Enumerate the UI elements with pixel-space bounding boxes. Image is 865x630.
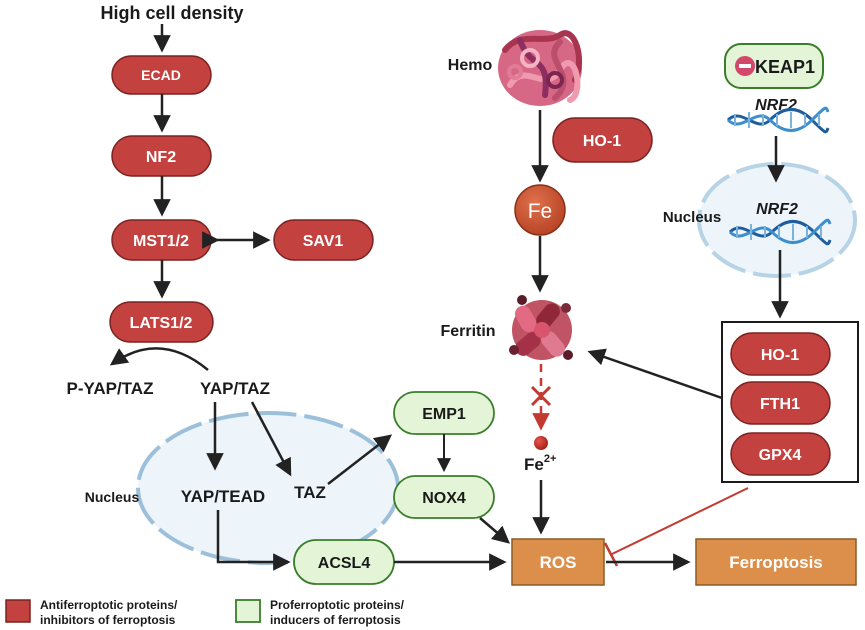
ferritin-icon (509, 295, 573, 360)
block-x-icon (530, 385, 552, 407)
fe-label: Fe (528, 200, 553, 223)
inhibition-gpx4-to-ros (611, 487, 749, 555)
nrf2-nuclear-label: NRF2 (756, 201, 798, 218)
high-cell-density-label: High cell density (100, 3, 243, 23)
right-nucleus-label: Nucleus (663, 209, 721, 226)
legend: Antiferroptotic proteins/ inhibitors of … (5, 598, 405, 627)
fe2-ion-icon (534, 436, 548, 450)
arrow-yap-to-taz (250, 401, 292, 477)
ferroptosis-label: Ferroptosis (729, 553, 823, 572)
sav1-label: SAV1 (303, 233, 344, 250)
emp1-node: EMP1 (393, 391, 495, 435)
nf2-label: NF2 (146, 149, 176, 166)
sav1-node: SAV1 (273, 219, 374, 261)
yap-taz-label: YAP/TAZ (200, 379, 270, 398)
nrf2-dna-nuclear-icon (728, 218, 832, 246)
legend-pro-line2: inducers of ferroptosis (270, 613, 401, 627)
lats12-node: LATS1/2 (109, 301, 214, 343)
legend-anti-swatch (5, 599, 31, 623)
nrf2-top-label: NRF2 (755, 97, 797, 114)
legend-anti-line2: inhibitors of ferroptosis (40, 613, 176, 627)
fth1-label: FTH1 (760, 396, 800, 413)
ho1-right-label: HO-1 (761, 347, 799, 364)
nox4-label: NOX4 (422, 490, 466, 507)
arrow-nox4-to-ros (479, 517, 510, 544)
ho1-right-node: HO-1 (730, 332, 831, 376)
yap-tead-label: YAP/TEAD (181, 487, 265, 506)
lats12-label: LATS1/2 (130, 315, 193, 332)
fe2-sup: 2+ (544, 453, 557, 465)
ho1-middle-node: HO-1 (552, 117, 653, 163)
mst12-label: MST1/2 (133, 233, 189, 250)
ferritin-label: Ferritin (440, 323, 495, 340)
ros-label: ROS (540, 553, 577, 572)
keap1-label: KEAP1 (755, 57, 815, 77)
ecad-node: ECAD (111, 55, 212, 95)
legend-pro-line1: Proferroptotic proteins/ (270, 598, 405, 612)
gpx4-node: GPX4 (730, 432, 831, 476)
ho1-middle-label: HO-1 (583, 133, 621, 150)
p-yap-taz-label: P-YAP/TAZ (67, 379, 154, 398)
gpx4-label: GPX4 (759, 447, 802, 464)
ros-node: ROS (511, 538, 605, 586)
mst12-node: MST1/2 (111, 219, 212, 261)
legend-pro-swatch (235, 599, 261, 623)
acsl4-label: ACSL4 (318, 555, 371, 572)
fe2-base: Fe (524, 455, 544, 474)
ferroptosis-node: Ferroptosis (695, 538, 857, 586)
fe-node: Fe (514, 184, 566, 236)
nox4-node: NOX4 (393, 475, 495, 519)
keap1-node: KEAP1 (724, 43, 824, 89)
taz-label: TAZ (294, 483, 326, 502)
hemo-label: Hemo (448, 57, 493, 74)
arrow-fth1-to-ferritin (587, 348, 723, 400)
fth1-node: FTH1 (730, 381, 831, 425)
legend-anti-line1: Antiferroptotic proteins/ (40, 598, 178, 612)
hemoglobin-icon (498, 30, 582, 106)
nrf2-dna-top-icon (726, 106, 830, 134)
right-nucleus-membrane (697, 162, 857, 278)
acsl4-node: ACSL4 (293, 539, 395, 585)
nf2-node: NF2 (111, 135, 212, 177)
left-nucleus-label: Nucleus (85, 489, 140, 505)
fe2-label: Fe2+ (524, 453, 556, 474)
ecad-label: ECAD (141, 67, 181, 83)
arrow-yaptead-to-acsl4 (216, 510, 291, 571)
emp1-label: EMP1 (422, 406, 466, 423)
arrow-yap-phosphorylation (109, 347, 209, 371)
arrow-taz-to-emp1 (327, 434, 393, 485)
